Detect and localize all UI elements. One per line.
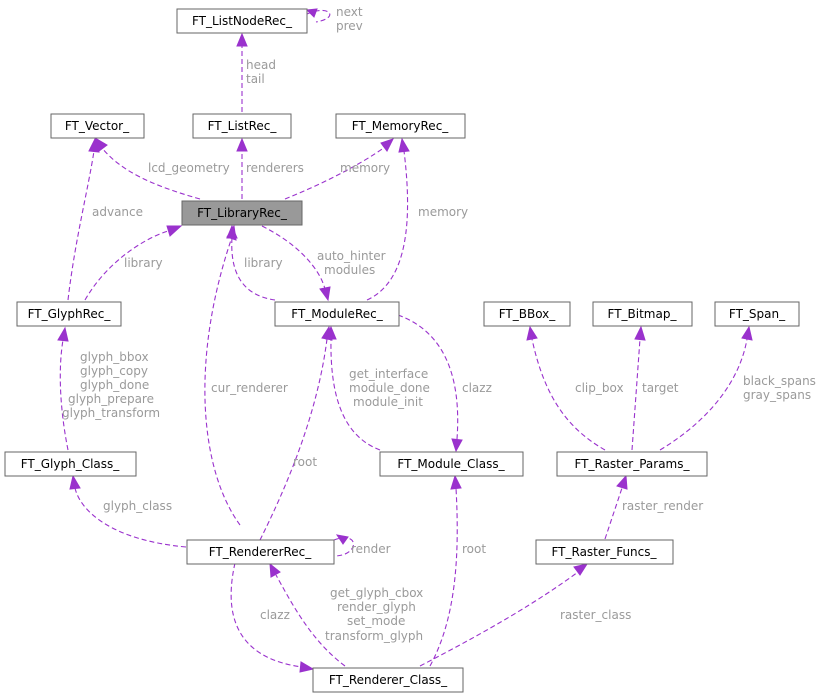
node-ft-memoryrec[interactable]: FT_MemoryRec_ [335,113,466,139]
node-label: FT_Raster_Params_ [574,457,690,471]
node-ft-module-class[interactable]: FT_Module_Class_ [379,451,524,477]
edge-renderer-glyphclass: glyph_class [69,474,187,548]
edge-label: modules [324,263,375,277]
edge-label: glyph_copy [80,364,148,378]
edge-listnode-self: next prev [305,5,363,33]
node-label: FT_LibraryRec_ [197,206,288,220]
edge-label: root [462,542,486,556]
edge-label: glyph_transform [62,406,160,420]
edge-rendererclass-funcs: raster_class [419,563,631,667]
edge-params-bbox: clip_box [526,325,624,451]
edge-label: render [351,542,391,556]
node-label: FT_Raster_Funcs_ [551,545,657,559]
node-label: FT_Span_ [729,307,786,321]
edge-label: module_init [353,395,423,409]
edge-label: black_spans [743,374,816,388]
edge-glyph-library: library [84,225,183,301]
edge-label: memory [340,161,390,175]
edge-label: clip_box [575,381,624,395]
node-label: FT_ModuleRec_ [291,307,383,321]
edge-label: render_glyph [337,600,416,614]
edge-label: transform_glyph [325,629,423,643]
edge-label: set_mode [347,614,405,628]
node-label: FT_Vector_ [65,119,130,133]
node-ft-libraryrec[interactable]: FT_LibraryRec_ [181,200,303,226]
edge-params-bitmap: target [631,325,679,451]
edge-label: gray_spans [743,388,811,402]
edge-label: clazz [260,608,290,622]
node-ft-listrec[interactable]: FT_ListRec_ [192,113,292,139]
edge-label: lcd_geometry [148,161,230,175]
node-label: FT_GlyphRec_ [28,307,112,321]
node-label: FT_Glyph_Class_ [21,457,121,471]
node-ft-rendererrec[interactable]: FT_RendererRec_ [186,539,335,565]
edge-label: advance [92,205,143,219]
edge-label: glyph_class [103,499,172,513]
edge-renderer-rendererclass: clazz [230,562,315,673]
edge-renderer-self: render [333,534,391,557]
edge-label: renderers [246,161,304,175]
edge-label: root [293,455,317,469]
edge-label: get_glyph_cbox [330,586,423,600]
node-label: FT_ListRec_ [208,119,278,133]
edge-label: clazz [462,381,492,395]
edge-rendererclass-renderer: get_glyph_cbox render_glyph set_mode tra… [269,562,423,667]
node-ft-glyphrec[interactable]: FT_GlyphRec_ [16,301,122,327]
edge-label: library [244,256,283,270]
node-label: FT_Renderer_Class_ [329,673,448,687]
edges: next prev head tail lcd_geometry rendere… [57,5,816,673]
edge-label: memory [418,205,468,219]
edge-label: cur_renderer [211,381,288,395]
edge-funcs-params: raster_render [604,474,703,540]
node-label: FT_Bitmap_ [608,307,678,321]
edge-renderer-library: cur_renderer [204,224,288,526]
edge-label: target [642,381,679,395]
edge-label: glyph_done [80,378,149,392]
edge-label: raster_class [560,608,631,622]
edge-library-module: auto_hinter modules [261,225,386,302]
edge-label: tail [246,72,265,86]
node-label: FT_Module_Class_ [397,457,505,471]
edge-library-vector: lcd_geometry [94,136,230,200]
edge-label: module_done [349,381,430,395]
node-ft-raster-funcs[interactable]: FT_Raster_Funcs_ [535,539,674,565]
node-ft-raster-params[interactable]: FT_Raster_Params_ [556,451,708,477]
node-ft-vector[interactable]: FT_Vector_ [50,113,145,139]
node-label: FT_MemoryRec_ [352,119,450,133]
node-ft-listnoderec[interactable]: FT_ListNodeRec_ [176,8,308,34]
edge-label: next [336,5,363,19]
edge-module-memory: memory [366,137,468,301]
edge-params-span: black_spans gray_spans [659,325,816,451]
edge-library-memory: memory [284,138,394,200]
edge-label: auto_hinter [317,249,386,263]
edge-rendererclass-moduleclass: root [429,474,486,667]
edge-label: prev [336,19,363,33]
edge-label: library [124,256,163,270]
edge-glyph-vector: advance [67,137,143,301]
node-label: FT_RendererRec_ [209,545,313,559]
edge-module-moduleclass: clazz [397,314,492,453]
edge-label: glyph_bbox [80,350,149,364]
edge-label: get_interface [349,367,428,381]
node-ft-bbox[interactable]: FT_BBox_ [483,301,571,327]
node-ft-glyph-class[interactable]: FT_Glyph_Class_ [4,451,137,477]
edge-label: head [246,58,276,72]
edge-label: raster_render [622,499,703,513]
edge-label: glyph_prepare [68,392,154,406]
node-ft-renderer-class[interactable]: FT_Renderer_Class_ [312,667,464,693]
node-label: FT_BBox_ [499,307,557,321]
node-ft-span[interactable]: FT_Span_ [714,301,800,327]
edge-listrec-listnode: head tail [236,32,276,112]
nodes: FT_ListNodeRec_ FT_Vector_ FT_ListRec_ F… [4,8,800,693]
edge-renderer-module: root [259,325,333,541]
edge-library-listrec: renderers [236,137,304,199]
node-ft-modulerec[interactable]: FT_ModuleRec_ [274,301,400,327]
node-ft-bitmap[interactable]: FT_Bitmap_ [592,301,693,327]
edge-moduleclass-module: get_interface module_done module_init [325,325,430,451]
edge-glyphclass-glyph: glyph_bbox glyph_copy glyph_done glyph_p… [57,326,160,451]
node-label: FT_ListNodeRec_ [192,14,293,28]
